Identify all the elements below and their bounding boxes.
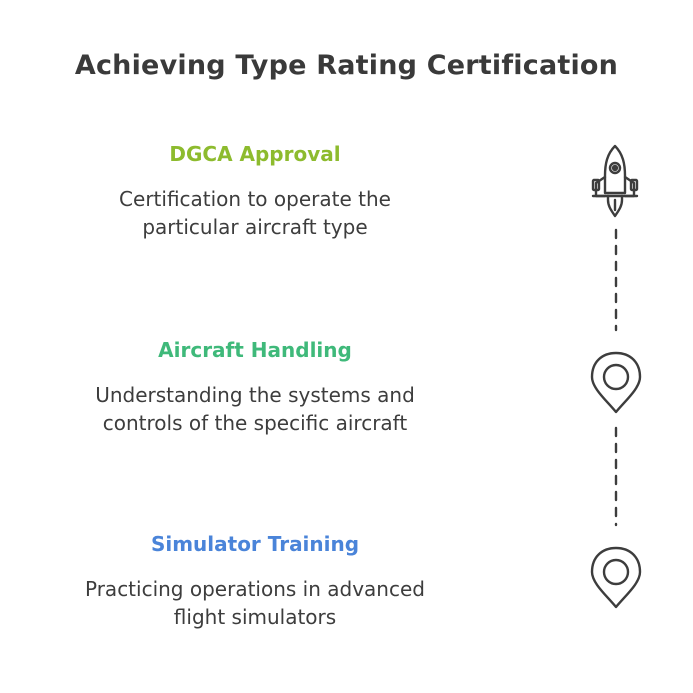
step-description: Understanding the systems and controls o… bbox=[20, 381, 490, 437]
step-title: DGCA Approval bbox=[169, 142, 341, 166]
step-description-line: controls of the specific aircraft bbox=[102, 411, 408, 435]
step-aircraft-handling: Aircraft Handling Understanding the syst… bbox=[20, 337, 490, 437]
step-description: Practicing operations in advanced flight… bbox=[20, 575, 490, 631]
step-description-line: Understanding the systems and bbox=[95, 383, 415, 407]
step-title: Aircraft Handling bbox=[158, 338, 352, 362]
step-simulator-training: Simulator Training Practicing operations… bbox=[20, 531, 490, 631]
rocket-icon bbox=[591, 144, 639, 218]
timeline bbox=[590, 144, 642, 609]
step-description: Certification to operate the particular … bbox=[20, 185, 490, 241]
step-description-line: Certification to operate the bbox=[119, 187, 391, 211]
step-title: Simulator Training bbox=[150, 532, 360, 556]
step-description-line: particular aircraft type bbox=[142, 215, 368, 239]
map-pin-icon bbox=[590, 546, 642, 609]
map-pin-icon bbox=[590, 351, 642, 414]
step-dgca-approval: DGCA Approval Certification to operate t… bbox=[20, 141, 490, 241]
diagram-title: Achieving Type Rating Certification bbox=[74, 50, 619, 81]
step-description-line: Practicing operations in advanced bbox=[85, 577, 425, 601]
step-description-line: flight simulators bbox=[173, 605, 337, 629]
